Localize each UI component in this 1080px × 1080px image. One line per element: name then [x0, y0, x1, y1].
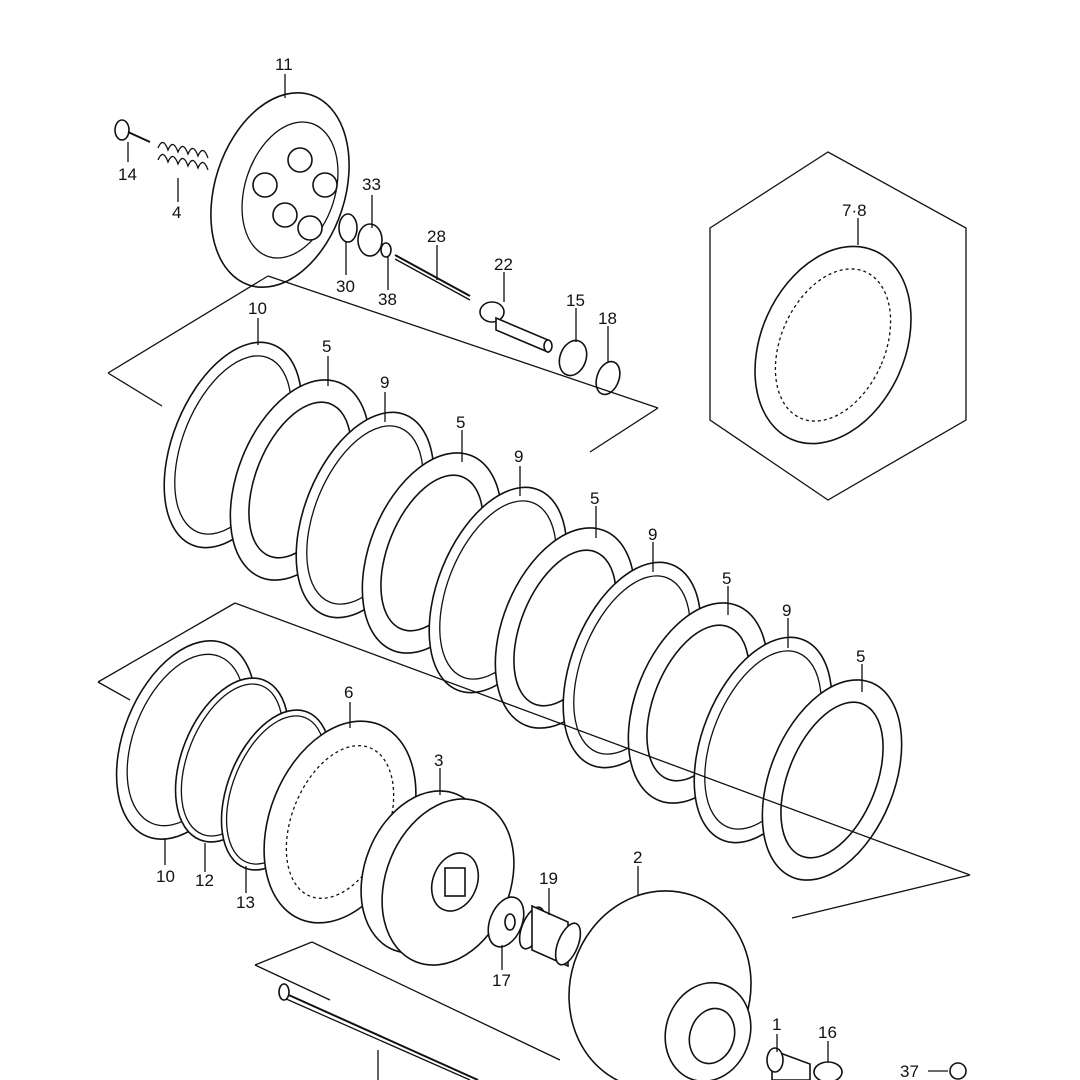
label-6: 6: [344, 683, 353, 702]
shaft-long: [281, 991, 479, 1080]
friction-plate-5e-inner: [780, 701, 884, 859]
hub-spline-center: [444, 867, 466, 897]
pushrod-28-edge: [394, 258, 471, 301]
needle-bearing-19: [518, 904, 582, 968]
label-16: 16: [818, 1023, 837, 1042]
bearing-33: [357, 223, 383, 257]
label-33: 33: [362, 175, 381, 194]
label-28: 28: [427, 227, 446, 246]
spring-boss-2: [312, 172, 338, 198]
plate-stack-upper: [163, 341, 903, 881]
label-37: 37: [900, 1062, 919, 1080]
spring-boss-1: [287, 147, 313, 173]
bolt-head: [114, 119, 130, 141]
pressure-plate-group: [210, 91, 350, 289]
washer-30: [338, 213, 358, 243]
label-38: 38: [378, 290, 397, 309]
bolt-14: [114, 119, 151, 143]
sleeve-1: [766, 1047, 811, 1080]
spring-boss-5: [297, 215, 323, 241]
label-2: 2: [633, 848, 642, 867]
label-9b: 9: [514, 447, 523, 466]
washer-18: [595, 360, 621, 396]
label-3: 3: [434, 751, 443, 770]
pressure-plate-inner: [241, 121, 339, 259]
label-9c: 9: [648, 525, 657, 544]
washer-16: [813, 1061, 843, 1080]
clutch-housing-2: [568, 890, 752, 1080]
label-9a: 9: [380, 373, 389, 392]
spring-boss-3: [272, 202, 298, 228]
housing-hub: [688, 1007, 736, 1065]
spring-coils-lower: [157, 153, 209, 171]
nut-37-body: [949, 1062, 967, 1080]
nut-37: [928, 1062, 967, 1080]
pushrod-28: [394, 254, 471, 297]
label-5d: 5: [722, 569, 731, 588]
rod-shaft: [495, 316, 549, 354]
label-19: 19: [539, 869, 558, 888]
bearing-back: [554, 922, 582, 966]
nut-38: [380, 242, 392, 258]
label-18: 18: [598, 309, 617, 328]
part-labels: 11 14 4 33 30 38 28 22 15 18 7·8 10 5 9 …: [118, 55, 919, 1080]
leader-lines: [127, 74, 863, 1080]
shaft-long-edge: [283, 997, 471, 1080]
label-12: 12: [195, 871, 214, 890]
label-4: 4: [172, 203, 181, 222]
washer-17-hole: [504, 913, 516, 931]
sleeve-end: [766, 1047, 784, 1073]
label-22: 22: [494, 255, 513, 274]
plate-7-8-teeth: [774, 268, 892, 422]
release-rod-22: [479, 301, 553, 354]
plate-stack-frame-upper: [107, 275, 659, 453]
label-5c: 5: [590, 489, 599, 508]
hexagon-inset-frame: [709, 151, 967, 501]
label-10a: 10: [248, 299, 267, 318]
bearing-15: [558, 339, 588, 377]
label-5b: 5: [456, 413, 465, 432]
spring-boss-4: [252, 172, 278, 198]
label-9d: 9: [782, 601, 791, 620]
shaft-head: [278, 983, 290, 1001]
plate-stack-lower: [115, 640, 417, 924]
bolt-shank: [127, 131, 151, 143]
label-5e: 5: [856, 647, 865, 666]
label-13: 13: [236, 893, 255, 912]
label-17: 17: [492, 971, 511, 990]
label-10b: 10: [156, 867, 175, 886]
label-1: 1: [772, 1015, 781, 1034]
label-30: 30: [336, 277, 355, 296]
pressure-plate: [210, 91, 350, 289]
spring-4: [157, 141, 209, 171]
label-5a: 5: [322, 337, 331, 356]
label-15: 15: [566, 291, 585, 310]
spring-coils: [157, 141, 209, 159]
shaft-frame: [254, 941, 561, 1061]
plate-stack-frame-lower: [97, 602, 971, 919]
plate-7-8: [754, 245, 912, 445]
label-11: 11: [275, 55, 293, 74]
rod-flange: [479, 301, 505, 323]
rod-tip: [543, 339, 553, 353]
label-14: 14: [118, 165, 137, 184]
clutch-hub-3: [360, 790, 515, 966]
label-7-8: 7·8: [842, 201, 867, 220]
